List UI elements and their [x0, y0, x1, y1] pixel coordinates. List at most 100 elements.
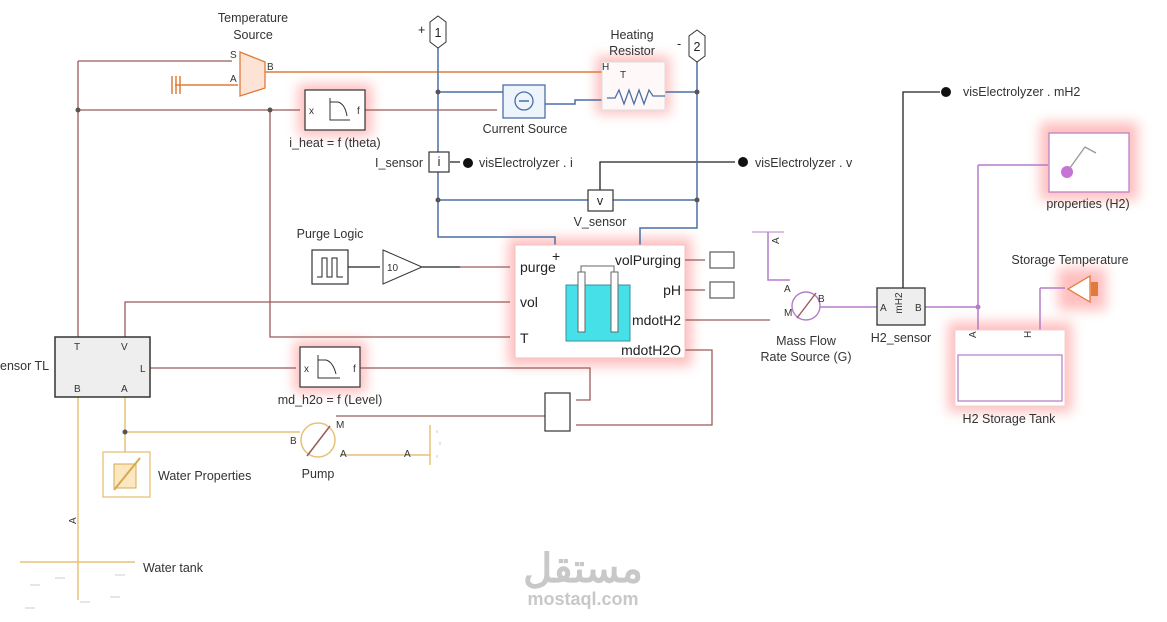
sensor-tl-block[interactable]: ensor TL T V L B A: [0, 336, 151, 398]
svg-text:T: T: [520, 330, 529, 346]
temperature-source-block[interactable]: Temperature Source S A B: [218, 11, 288, 97]
junctions: [75, 89, 981, 435]
svg-text:A: A: [230, 74, 237, 85]
svg-text:i_heat = f (theta): i_heat = f (theta): [289, 136, 380, 150]
svg-text:2: 2: [694, 40, 701, 54]
current-sensor-block[interactable]: I_sensor i: [375, 151, 450, 173]
storage-temperature-block[interactable]: Storage Temperature: [1011, 253, 1129, 304]
svg-text:V: V: [121, 342, 128, 353]
svg-text:A: A: [968, 331, 979, 338]
svg-text:Water Properties: Water Properties: [158, 469, 251, 483]
svg-text:Pump: Pump: [302, 467, 335, 481]
svg-text:Water tank: Water tank: [143, 561, 204, 575]
lookup-curve-icon: [317, 355, 340, 379]
water-properties-block[interactable]: Water Properties: [102, 451, 251, 498]
gain-block[interactable]: 10: [382, 249, 424, 285]
resistor-icon: [607, 88, 665, 106]
svg-text:H2 Storage Tank: H2 Storage Tank: [963, 412, 1057, 426]
svg-text:mH2: mH2: [894, 292, 905, 314]
h2-sensor-block[interactable]: A B mH2 H2_sensor: [871, 287, 931, 345]
svg-text:+: +: [552, 248, 560, 264]
svg-text:A: A: [880, 303, 887, 314]
svg-text:A: A: [404, 449, 411, 460]
svg-text:visElectrolyzer . mH2: visElectrolyzer . mH2: [963, 85, 1080, 99]
svg-text:f: f: [357, 106, 360, 117]
water-tank-block[interactable]: A Water tank: [25, 517, 204, 609]
svg-text:A: A: [784, 284, 791, 295]
svg-text:B: B: [818, 294, 825, 305]
svg-text:x: x: [309, 106, 314, 117]
connection-port-1[interactable]: 1 +: [418, 15, 447, 49]
terminator-volpurging[interactable]: [709, 251, 735, 269]
svg-text:Storage Temperature: Storage Temperature: [1011, 253, 1128, 267]
svg-text:visElectrolyzer . i: visElectrolyzer . i: [479, 156, 573, 170]
svg-text:H: H: [602, 62, 609, 73]
electrolyzer-block[interactable]: purge vol T + volPurging pH mdotH2 mdotH…: [514, 244, 686, 359]
h2-properties-block[interactable]: properties (H2): [1046, 132, 1130, 211]
svg-text:visElectrolyzer . v: visElectrolyzer . v: [755, 156, 853, 170]
svg-text:properties (H2): properties (H2): [1046, 197, 1129, 211]
h2-storage-tank-block[interactable]: A H H2 Storage Tank: [954, 329, 1066, 426]
svg-text:A: A: [340, 449, 347, 460]
svg-text:B: B: [267, 62, 274, 73]
svg-text:Rate Source (G): Rate Source (G): [760, 350, 851, 364]
svg-text:+: +: [418, 23, 425, 37]
vis-electrolyzer-i-output[interactable]: visElectrolyzer . i: [463, 156, 573, 170]
pulse-icon: [317, 257, 343, 278]
svg-text:T: T: [620, 70, 626, 81]
pump-arrow-icon: [306, 425, 331, 457]
svg-text:x: x: [304, 364, 309, 375]
svg-text:L: L: [140, 364, 146, 375]
svg-text:B: B: [290, 436, 297, 447]
svg-text:M: M: [784, 308, 792, 319]
svg-text:T: T: [74, 342, 80, 353]
terminator-ph[interactable]: [709, 281, 735, 299]
svg-text:Source: Source: [233, 28, 273, 42]
svg-text:pH: pH: [663, 282, 681, 298]
connection-port-2[interactable]: 2 -: [677, 29, 706, 63]
svg-text:i: i: [438, 155, 441, 169]
pump-block[interactable]: B M A Pump: [290, 420, 347, 481]
svg-text:1: 1: [435, 26, 442, 40]
heating-resistor-block[interactable]: Heating Resistor H T: [601, 28, 666, 111]
svg-text:I_sensor: I_sensor: [375, 156, 423, 170]
svg-text:f: f: [353, 364, 356, 375]
mass-flow-rate-source-block[interactable]: A A B M Mass Flow Rate Source (G): [752, 231, 852, 364]
switch-block[interactable]: [544, 392, 571, 432]
vis-electrolyzer-mh2-output[interactable]: visElectrolyzer . mH2: [941, 85, 1080, 99]
svg-text:vol: vol: [520, 294, 538, 310]
watermark: مستقل mostaql.com: [523, 547, 643, 609]
svg-text:مستقل: مستقل: [523, 547, 643, 591]
svg-text:Resistor: Resistor: [609, 44, 655, 58]
svg-text:V_sensor: V_sensor: [574, 215, 627, 229]
i-heat-lookup-block[interactable]: x f i_heat = f (theta): [289, 89, 381, 150]
svg-text:mdotH2: mdotH2: [632, 312, 681, 328]
voltage-sensor-block[interactable]: v V_sensor: [574, 189, 627, 229]
svg-text:A: A: [771, 237, 782, 244]
md-h2o-lookup-block[interactable]: x f md_h2o = f (Level): [278, 346, 383, 407]
svg-text:md_h2o = f (Level): md_h2o = f (Level): [278, 393, 383, 407]
terminator-blocks: [685, 251, 735, 299]
svg-text:v: v: [597, 194, 604, 208]
svg-text:Temperature: Temperature: [218, 11, 288, 25]
svg-text:purge: purge: [520, 259, 556, 275]
svg-text:B: B: [74, 384, 81, 395]
svg-text:B: B: [915, 303, 922, 314]
vis-electrolyzer-v-output[interactable]: visElectrolyzer . v: [738, 156, 853, 170]
svg-text:mostaql.com: mostaql.com: [527, 589, 638, 609]
water-reservoir-block[interactable]: A: [404, 425, 441, 465]
lookup-curve-icon: [329, 98, 350, 121]
svg-text:mdotH2O: mdotH2O: [621, 342, 681, 358]
svg-text:Mass Flow: Mass Flow: [776, 334, 837, 348]
svg-text:Current Source: Current Source: [483, 122, 568, 136]
svg-text:H: H: [1023, 331, 1034, 338]
purge-logic-pulse-block[interactable]: Purge Logic: [297, 227, 364, 285]
svg-text:Purge Logic: Purge Logic: [297, 227, 364, 241]
svg-text:H2_sensor: H2_sensor: [871, 331, 931, 345]
svg-text:10: 10: [387, 263, 399, 274]
current-source-block[interactable]: Current Source: [483, 84, 568, 136]
thermal-reference-icon: [171, 76, 181, 94]
svg-text:M: M: [336, 420, 344, 431]
electrolyte-tank-icon: [565, 284, 631, 342]
